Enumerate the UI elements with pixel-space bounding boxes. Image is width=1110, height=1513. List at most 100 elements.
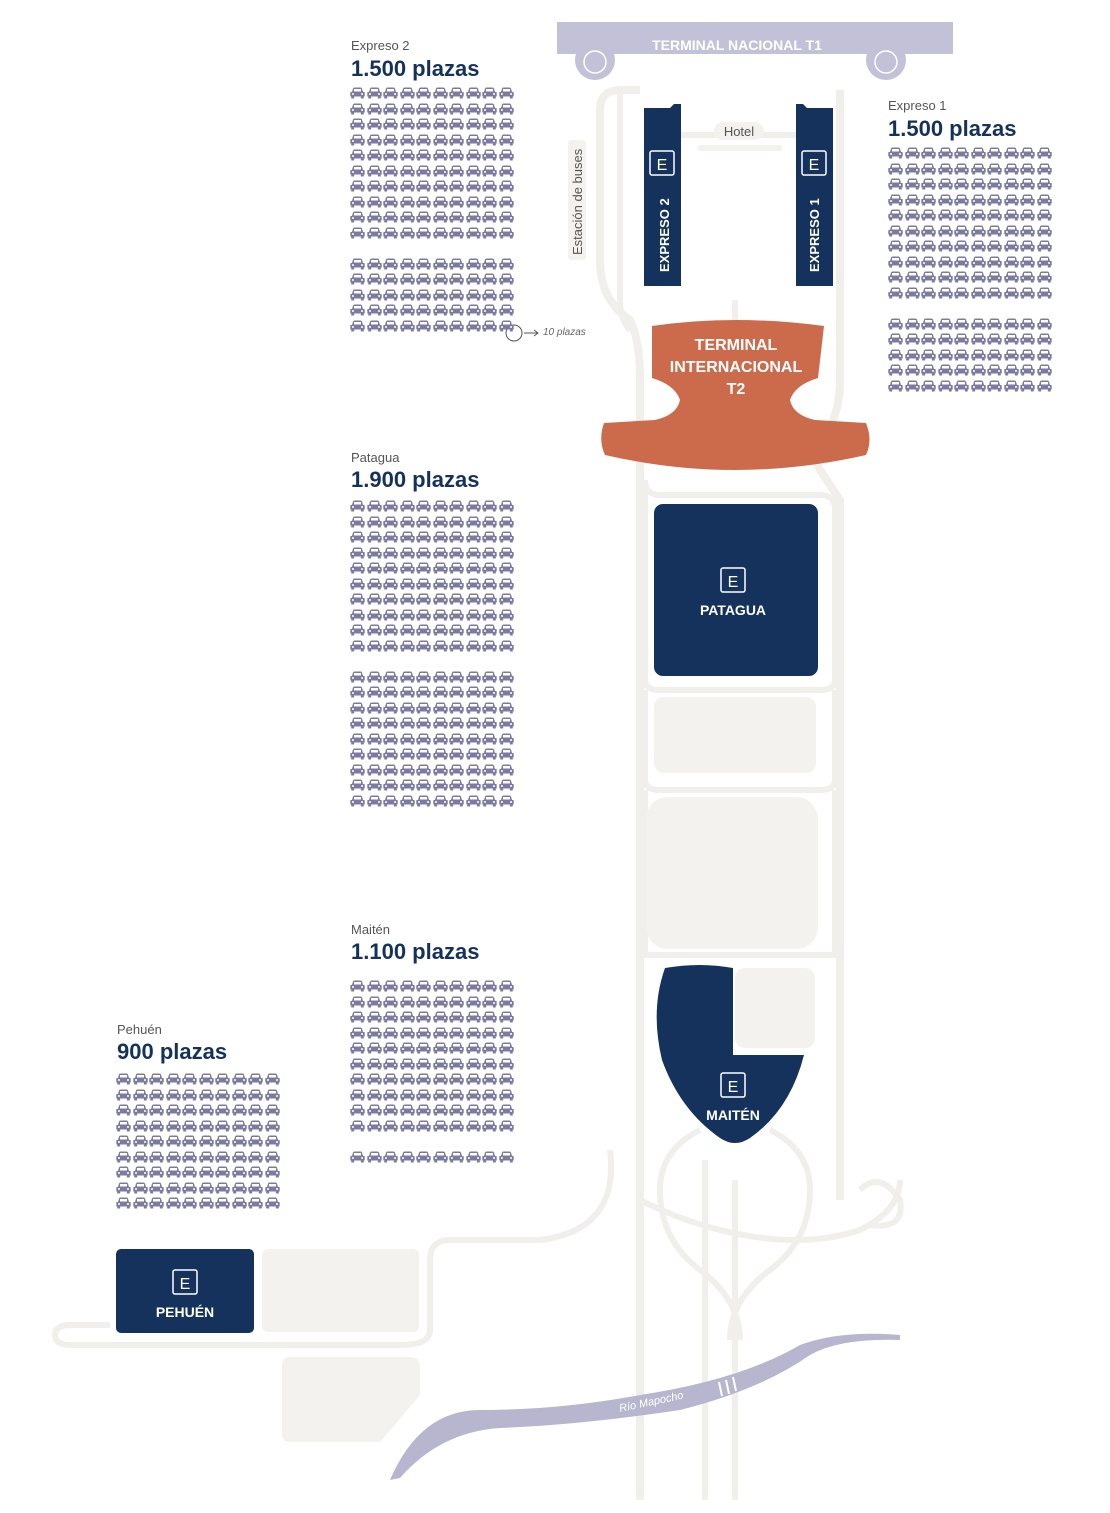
car-icon	[416, 1088, 433, 1104]
parking-maiten[interactable]: E MAITÉN	[656, 965, 804, 1143]
car-icon	[937, 224, 955, 240]
lot-name-maiten: Maitén	[351, 922, 391, 937]
car-icon	[366, 794, 384, 810]
car-icon	[366, 1057, 384, 1073]
car-icon	[937, 286, 955, 302]
car-icon	[399, 701, 417, 717]
car-icon	[432, 1026, 450, 1042]
car-icon	[366, 1088, 384, 1104]
car-icon	[937, 208, 955, 224]
car-icon	[231, 1165, 249, 1181]
car-icon	[116, 1196, 133, 1212]
car-icon	[921, 286, 938, 302]
car-icon	[1003, 332, 1021, 348]
car-icon	[432, 732, 450, 748]
car-icon	[366, 1119, 384, 1135]
car-icon	[921, 332, 938, 348]
parking-pehuen[interactable]: E PEHUÉN	[116, 1249, 254, 1333]
car-icon	[954, 286, 971, 302]
terminal-t1[interactable]: TERMINAL NACIONAL T1	[557, 22, 953, 80]
car-icon	[416, 592, 433, 608]
car-icon	[350, 272, 367, 288]
lot-capacity-maiten: 1.100 plazas	[351, 939, 480, 964]
car-icon	[888, 239, 905, 255]
car-icon	[1020, 270, 1037, 286]
parking-expreso2[interactable]: E EXPRESO 2	[644, 104, 681, 286]
car-icon	[449, 102, 466, 118]
car-icon	[954, 193, 971, 209]
lot-capacity-patagua: 1.900 plazas	[351, 467, 480, 492]
car-icon	[416, 515, 433, 531]
car-icon	[1020, 332, 1037, 348]
car-icon	[399, 561, 417, 577]
lot-name-expreso2: Expreso 2	[351, 38, 410, 53]
car-icon	[350, 226, 367, 242]
lot-capacity-expreso2: 1.500 plazas	[351, 56, 480, 81]
car-icon	[482, 1057, 499, 1073]
car-icon	[465, 117, 483, 133]
car-icon	[449, 701, 466, 717]
car-icon	[149, 1088, 166, 1104]
car-icon	[366, 148, 384, 164]
car-icon	[465, 1026, 483, 1042]
terminal-t2[interactable]: TERMINAL INTERNACIONAL T2	[601, 320, 870, 470]
car-icon	[987, 162, 1004, 178]
bus-station-label: Estación de buses	[570, 148, 585, 255]
car-icon	[366, 670, 384, 686]
car-icon	[465, 1103, 483, 1119]
car-icon	[904, 162, 922, 178]
grid-gap	[350, 654, 515, 661]
car-icon	[215, 1103, 232, 1119]
car-icon	[904, 363, 922, 379]
parking-expreso1[interactable]: E EXPRESO 1	[796, 104, 833, 286]
car-icon	[399, 763, 417, 779]
terminal-t2-line1: TERMINAL	[695, 337, 778, 354]
car-icon	[399, 979, 417, 995]
car-grid-patagua	[350, 499, 515, 809]
car-icon	[432, 577, 450, 593]
parking-patagua[interactable]: E PATAGUA	[654, 504, 818, 676]
car-icon	[165, 1165, 183, 1181]
car-icon	[383, 1072, 400, 1088]
car-icon	[350, 1041, 367, 1057]
car-icon	[399, 1026, 417, 1042]
car-icon	[416, 1057, 433, 1073]
car-icon	[399, 257, 417, 273]
car-icon	[888, 317, 905, 333]
car-icon	[465, 226, 483, 242]
car-icon	[498, 117, 516, 133]
car-icon	[215, 1150, 232, 1166]
car-icon	[498, 133, 516, 149]
car-icon	[383, 623, 400, 639]
car-icon	[399, 499, 417, 515]
car-icon	[416, 685, 433, 701]
car-icon	[449, 257, 466, 273]
car-icon	[432, 763, 450, 779]
car-icon	[449, 561, 466, 577]
car-icon	[1020, 146, 1037, 162]
car-icon	[465, 979, 483, 995]
car-icon	[182, 1165, 199, 1181]
car-icon	[383, 546, 400, 562]
car-icon	[888, 146, 905, 162]
car-icon	[116, 1072, 133, 1088]
car-icon	[465, 747, 483, 763]
car-icon	[1003, 177, 1021, 193]
car-icon	[482, 608, 499, 624]
car-icon	[498, 499, 516, 515]
car-icon	[1036, 286, 1054, 302]
car-icon	[1003, 224, 1021, 240]
car-icon	[383, 102, 400, 118]
car-icon	[904, 193, 922, 209]
car-icon	[383, 608, 400, 624]
car-icon	[399, 288, 417, 304]
car-icon	[498, 747, 516, 763]
car-icon	[482, 995, 499, 1011]
car-icon	[432, 1150, 450, 1166]
car-icon	[248, 1165, 265, 1181]
car-icon	[904, 208, 922, 224]
car-icon	[399, 272, 417, 288]
car-icon	[987, 193, 1004, 209]
car-icon	[432, 272, 450, 288]
car-icon	[366, 1150, 384, 1166]
